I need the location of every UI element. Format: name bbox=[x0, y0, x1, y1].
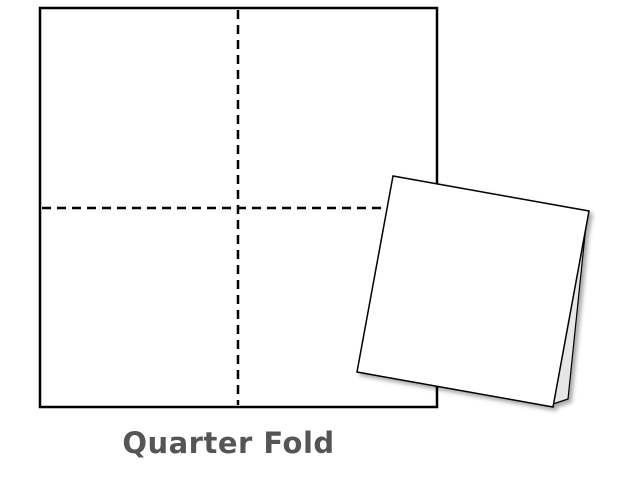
folded-card bbox=[356, 175, 590, 408]
diagram-caption: Quarter Fold bbox=[122, 426, 335, 460]
folded-card-front bbox=[356, 175, 590, 408]
